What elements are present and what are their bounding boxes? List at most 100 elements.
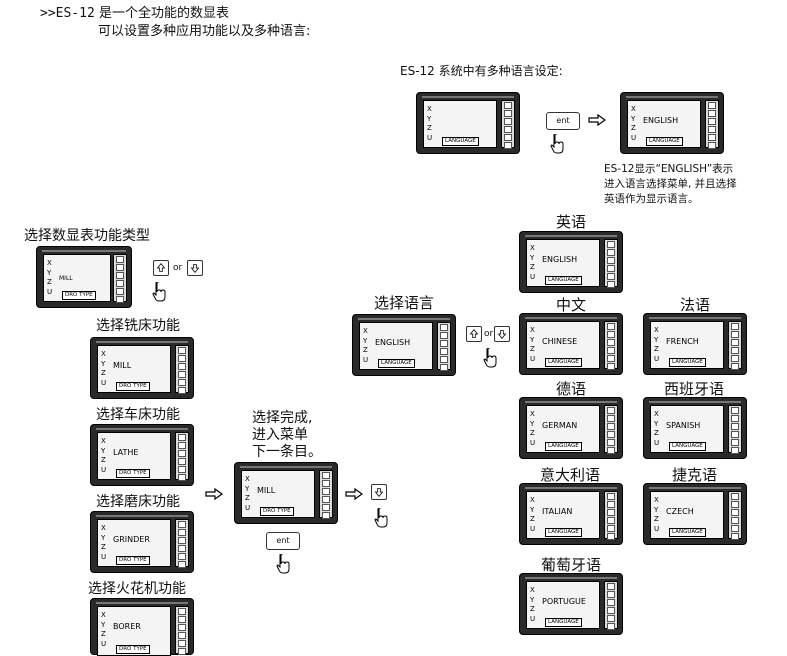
label-done: 选择完成, 进入菜单 下一条目。 bbox=[252, 410, 322, 461]
dro-axes: X Y Z U bbox=[101, 524, 107, 561]
dro-axes: X Y Z U bbox=[101, 437, 107, 474]
label-lathe: 选择车床功能 bbox=[96, 407, 180, 423]
dro-axes: X Y Z U bbox=[530, 586, 536, 623]
label-spanish: 西班牙语 bbox=[664, 380, 725, 398]
dro-axes: X Y Z U bbox=[101, 350, 107, 387]
dro-lathe: X Y Z U LATHE DRO TYPE bbox=[90, 424, 194, 486]
dro-grinder: X Y Z U GRINDER DRO TYPE bbox=[90, 511, 194, 573]
dro-tag: LANGUAGE bbox=[545, 528, 582, 537]
ent-key-top[interactable]: ent bbox=[546, 112, 580, 130]
label-edm: 选择火花机功能 bbox=[88, 581, 186, 597]
ent-key-bottom[interactable]: ent bbox=[266, 532, 300, 550]
dro-tag: LANGUAGE bbox=[545, 358, 582, 367]
intro-prefix: >>ES-12 bbox=[40, 6, 95, 21]
done-line-3: 下一条目。 bbox=[252, 444, 322, 460]
down-arrow-key-icon[interactable] bbox=[494, 326, 510, 342]
dro-axes: X Y Z U bbox=[530, 244, 536, 281]
dro-axes: X Y Z U bbox=[530, 326, 536, 363]
label-chinese: 中文 bbox=[556, 296, 587, 314]
dro-tag: LANGUAGE bbox=[378, 359, 415, 368]
dro-tag: LANGUAGE bbox=[669, 528, 706, 537]
up-arrow-key-icon[interactable] bbox=[153, 260, 169, 276]
or-text: or bbox=[484, 329, 494, 339]
hand-pointer-icon bbox=[483, 348, 497, 368]
down-arrow-key-icon[interactable] bbox=[371, 484, 387, 500]
dro-language-select: X Y Z U ENGLISH LANGUAGE bbox=[352, 314, 456, 376]
dro-borer: X Y Z U BORER DRO TYPE bbox=[90, 598, 194, 656]
dro-axes: X Y Z U bbox=[245, 475, 251, 512]
desc-line-3: 英语作为显示语言。 bbox=[604, 193, 699, 206]
dro-tag: LANGUAGE bbox=[669, 442, 706, 451]
down-arrow-key-icon[interactable] bbox=[187, 260, 203, 276]
dro-english: X Y Z U ENGLISH LANGUAGE bbox=[519, 231, 623, 293]
dro-axes: X Y Z U bbox=[654, 496, 660, 533]
label-select-language: 选择语言 bbox=[374, 294, 435, 312]
dro-mode: LATHE bbox=[113, 448, 139, 457]
dro-tag: DRO TYPE bbox=[260, 507, 294, 516]
label-grinder: 选择磨床功能 bbox=[96, 494, 180, 510]
dro-type-mill: X Y Z U MILL DRO TYPE bbox=[36, 246, 132, 308]
language-description: ES-12显示“ENGLISH”表示 进入语言选择菜单, 并且选择 英语作为显示… bbox=[604, 162, 737, 208]
dro-mode: CZECH bbox=[666, 507, 694, 516]
arrow-right-icon bbox=[345, 488, 363, 500]
label-czech: 捷克语 bbox=[672, 466, 718, 484]
up-arrow-key-icon[interactable] bbox=[466, 326, 482, 342]
intro-line-1-text: 是一个全功能的数显表 bbox=[98, 6, 229, 21]
dro-tag: LANGUAGE bbox=[545, 618, 582, 627]
dro-chinese: X Y Z U CHINESE LANGUAGE bbox=[519, 313, 623, 375]
dro-mode: GRINDER bbox=[113, 535, 150, 544]
dro-mode: SPANISH bbox=[666, 421, 701, 430]
dro-tag: LANGUAGE bbox=[646, 137, 683, 146]
dro-french: X Y Z U FRENCH LANGUAGE bbox=[643, 313, 747, 375]
dro-czech: X Y Z U CZECH LANGUAGE bbox=[643, 483, 747, 545]
label-english: 英语 bbox=[556, 213, 587, 231]
dro-tag: LANGUAGE bbox=[442, 137, 479, 146]
dro-confirm: X Y Z U MILL DRO TYPE bbox=[234, 462, 338, 524]
dro-german: X Y Z U GERMAN LANGUAGE bbox=[519, 397, 623, 459]
dro-tag: DRO TYPE bbox=[116, 469, 150, 478]
dro-tag: LANGUAGE bbox=[545, 276, 582, 285]
dro-mode: MILL bbox=[113, 361, 132, 370]
dro-tag: DRO TYPE bbox=[116, 645, 150, 654]
hand-pointer-icon bbox=[276, 554, 290, 574]
dro-mode: ENGLISH bbox=[542, 255, 578, 264]
hand-pointer-icon bbox=[374, 508, 388, 528]
done-line-2: 进入菜单 bbox=[252, 427, 308, 443]
done-line-1: 选择完成, bbox=[252, 410, 313, 426]
dro-tag: DRO TYPE bbox=[62, 291, 96, 300]
dro-axes: X Y Z U bbox=[631, 105, 637, 142]
intro-line-1: >>ES-12 是一个全功能的数显表 bbox=[40, 6, 229, 22]
dro-axes: X Y Z U bbox=[654, 410, 660, 447]
dro-tag: LANGUAGE bbox=[545, 442, 582, 451]
label-german: 德语 bbox=[556, 380, 587, 398]
dro-axes: X Y Z U bbox=[363, 327, 369, 364]
dro-mode: MILL bbox=[59, 275, 73, 282]
label-mill: 选择铣床功能 bbox=[96, 318, 180, 334]
dro-language-blank: X Y Z U LANGUAGE bbox=[416, 92, 520, 154]
dro-italian: X Y Z U ITALIAN LANGUAGE bbox=[519, 483, 623, 545]
arrow-right-icon bbox=[205, 488, 223, 500]
dro-mode: ENGLISH bbox=[643, 116, 679, 125]
dro-axes: X Y Z U bbox=[101, 611, 107, 648]
dro-portugue: X Y Z U PORTUGUE LANGUAGE bbox=[519, 573, 623, 635]
dro-mode: GERMAN bbox=[542, 421, 578, 430]
dro-mode: ITALIAN bbox=[542, 507, 573, 516]
dro-axes: X Y Z U bbox=[47, 259, 53, 296]
arrow-right-icon bbox=[588, 114, 606, 126]
hand-pointer-icon bbox=[550, 134, 564, 154]
label-italian: 意大利语 bbox=[540, 466, 601, 484]
label-portuguese: 葡萄牙语 bbox=[541, 556, 602, 574]
dro-mode: PORTUGUE bbox=[542, 597, 586, 606]
dro-language-english-top: X Y Z U ENGLISH LANGUAGE bbox=[620, 92, 724, 154]
language-section-title: ES-12 系统中有多种语言设定: bbox=[400, 64, 563, 78]
dro-mode: ENGLISH bbox=[375, 338, 411, 347]
dro-mode: MILL bbox=[257, 486, 276, 495]
or-text: or bbox=[173, 263, 183, 273]
dro-axes: X Y Z U bbox=[654, 326, 660, 363]
dro-mode: FRENCH bbox=[666, 337, 699, 346]
dro-axes: X Y Z U bbox=[530, 496, 536, 533]
intro-line-2: 可以设置多种应用功能以及多种语言: bbox=[98, 24, 311, 39]
desc-line-1: ES-12显示“ENGLISH”表示 bbox=[604, 163, 734, 175]
dro-mill: X Y Z U MILL DRO TYPE bbox=[90, 337, 194, 399]
desc-line-2: 进入语言选择菜单, 并且选择 bbox=[604, 178, 737, 191]
